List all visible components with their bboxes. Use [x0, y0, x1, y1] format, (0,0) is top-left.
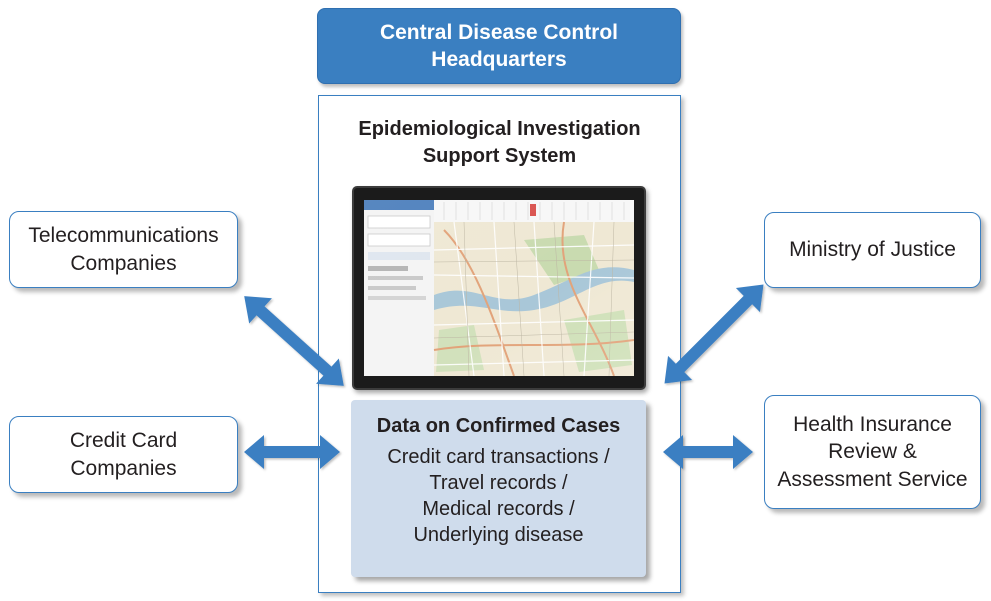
telecom-line-2: Companies	[70, 251, 177, 275]
map-illustration	[364, 200, 634, 376]
credit-card-link-arrow	[244, 435, 340, 469]
credit-card-line-2: Companies	[70, 456, 177, 480]
support-system-title-line-2: Support System	[422, 145, 577, 167]
health-insurance-line-1: Health Insurance	[793, 413, 952, 437]
health-insurance-link-arrow	[663, 435, 753, 469]
confirmed-cases-data-box: Data on Confirmed Cases Credit card tran…	[351, 400, 646, 577]
headquarters-box: Central Disease Control Headquarters	[317, 8, 681, 84]
credit-card-line-1: Credit Card	[69, 429, 178, 453]
justice-line-1: Ministry of Justice	[789, 238, 956, 262]
headquarters-line-2: Headquarters	[431, 48, 567, 71]
confirmed-cases-title: Data on Confirmed Cases	[376, 415, 621, 437]
telecom-link-arrow	[244, 296, 344, 386]
health-insurance-box: Health Insurance Review & Assessment Ser…	[764, 395, 981, 509]
telecom-companies-box: Telecommunications Companies	[9, 211, 238, 288]
support-system-title-line-1: Epidemiological Investigation	[358, 118, 641, 140]
justice-link-arrow	[664, 284, 764, 384]
telecom-line-1: Telecommunications	[28, 224, 219, 248]
health-insurance-line-2: Review &	[828, 440, 917, 464]
data-item-travel: Travel records /	[429, 472, 568, 494]
support-system-title: Epidemiological Investigation Support Sy…	[318, 116, 681, 170]
health-insurance-line-3: Assessment Service	[777, 467, 968, 491]
monitor-illustration	[352, 186, 646, 390]
map-screen-image	[364, 200, 634, 376]
data-item-underlying-disease: Underlying disease	[413, 524, 584, 546]
data-item-medical: Medical records /	[422, 498, 575, 520]
credit-card-companies-box: Credit Card Companies	[9, 416, 238, 493]
headquarters-line-1: Central Disease Control	[379, 20, 619, 44]
data-item-credit-card: Credit card transactions /	[387, 446, 610, 468]
ministry-of-justice-box: Ministry of Justice	[764, 212, 981, 288]
